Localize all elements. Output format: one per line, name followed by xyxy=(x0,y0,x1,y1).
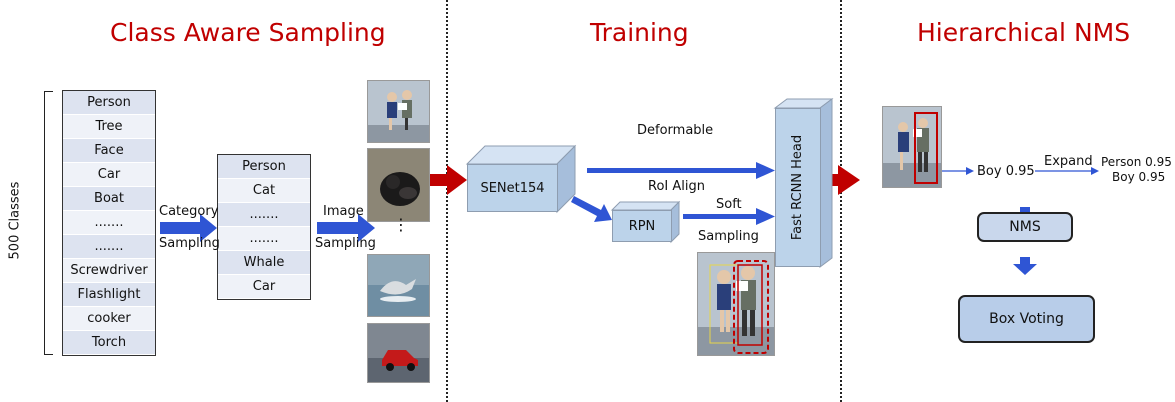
class-cell: Torch xyxy=(63,331,155,355)
senet154-box: SENet154 xyxy=(467,164,558,212)
red-arrow-into-training xyxy=(430,165,467,195)
sample-image-children xyxy=(367,80,430,143)
title-hierarchical-nms: Hierarchical NMS xyxy=(917,18,1131,47)
image-sampling-arrow xyxy=(317,214,375,242)
divider-2 xyxy=(840,0,842,402)
sampled-cell: Whale xyxy=(218,251,310,275)
fast-rcnn-head-label: Fast RCNN Head xyxy=(790,134,806,241)
sampled-cell: ....... xyxy=(218,227,310,251)
senet-to-rpn-arrow xyxy=(571,196,612,222)
rpn-label: RPN xyxy=(628,218,656,234)
soft-label: Soft xyxy=(716,197,742,212)
divider-1 xyxy=(446,0,448,402)
roi-align-arrow xyxy=(587,162,775,179)
nms-box-label: NMS xyxy=(1009,219,1041,235)
sample-image-car xyxy=(367,323,430,383)
image-label: Image xyxy=(323,204,364,219)
senet154-label: SENet154 xyxy=(480,180,545,196)
class-cell: Screwdriver xyxy=(63,259,155,283)
boy-score-label-2: Boy 0.95 xyxy=(1112,170,1166,184)
image-sampling-label: Sampling xyxy=(315,236,376,251)
nms-box: NMS xyxy=(977,212,1073,242)
fast-rcnn-head-box: Fast RCNN Head xyxy=(775,108,821,267)
expand-label: Expand xyxy=(1044,154,1093,169)
class-cell: ....... xyxy=(63,235,155,259)
category-sampling-label: Sampling xyxy=(159,236,220,251)
category-label: Category xyxy=(159,204,219,219)
box-voting-label: Box Voting xyxy=(989,311,1064,327)
class-cell: ....... xyxy=(63,211,155,235)
training-proposal-image xyxy=(697,252,775,356)
category-sampling-arrow xyxy=(160,214,217,242)
sample-image-cat xyxy=(367,148,430,222)
soft-sampling-arrow xyxy=(683,208,775,225)
class-cell: Flashlight xyxy=(63,283,155,307)
sampled-cell: Car xyxy=(218,275,310,299)
class-cell: Person xyxy=(63,91,155,115)
title-training: Training xyxy=(590,18,689,47)
sampled-cell: Cat xyxy=(218,179,310,203)
down-arrow-2 xyxy=(1013,257,1037,275)
person-score-label: Person 0.95 xyxy=(1101,155,1172,169)
rpn-box-top xyxy=(610,201,681,211)
class-cell: Face xyxy=(63,139,155,163)
class-cell: cooker xyxy=(63,307,155,331)
box-voting-box: Box Voting xyxy=(958,295,1095,343)
sample-image-whale xyxy=(367,254,430,317)
sampled-cell: Person xyxy=(218,155,310,179)
boy-score-label: Boy 0.95 xyxy=(977,164,1035,179)
sampling-label: Sampling xyxy=(698,229,759,244)
title-class-aware-sampling: Class Aware Sampling xyxy=(110,18,386,47)
deformable-label: Deformable xyxy=(637,123,714,138)
rpn-box: RPN xyxy=(612,210,672,242)
red-arrow-into-nms xyxy=(818,165,860,195)
class-cell: Boat xyxy=(63,187,155,211)
class-cell: Tree xyxy=(63,115,155,139)
head-box-side xyxy=(819,98,833,268)
image-ellipsis: ⋮ xyxy=(393,215,409,234)
nms-input-image xyxy=(882,106,942,188)
class-list-table: Person Tree Face Car Boat ....... ......… xyxy=(62,90,156,356)
sampled-class-table: Person Cat ....... ....... Whale Car xyxy=(217,154,311,300)
class-bracket xyxy=(44,91,53,355)
roi-align-label: RoI Align xyxy=(648,179,705,194)
class-cell: Car xyxy=(63,163,155,187)
sampled-cell: ....... xyxy=(218,203,310,227)
senet-box-top xyxy=(465,145,577,165)
